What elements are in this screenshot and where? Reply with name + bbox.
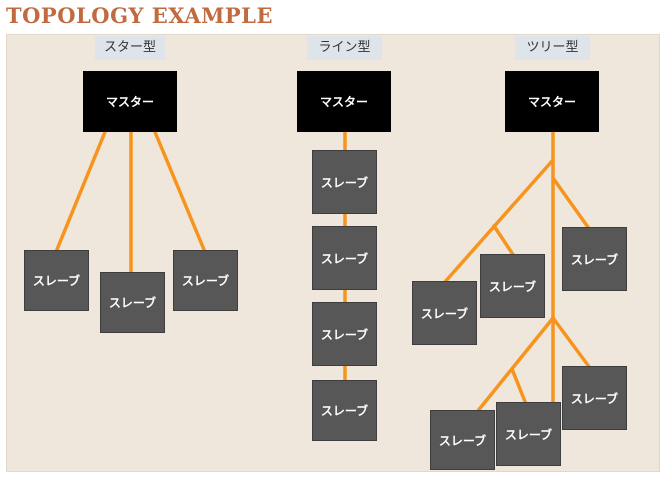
star-slave-node-2: スレーブ	[100, 272, 165, 333]
tree-branch-upper-right	[551, 176, 592, 232]
tree-branch-lower-right	[551, 316, 592, 370]
star-connector-3	[153, 130, 207, 254]
star-master-node: マスター	[83, 71, 177, 132]
line-slave-node-1: スレーブ	[312, 150, 377, 214]
line-master-node: マスター	[297, 71, 391, 132]
page-title: TOPOLOGY EXAMPLE	[6, 3, 273, 28]
tree-master-node: マスター	[505, 71, 599, 132]
tree-branch-upper-left	[442, 158, 555, 285]
tree-slave-node-6: スレーブ	[562, 366, 627, 430]
star-connector-1	[54, 130, 107, 254]
topology-tag-line: ライン型	[307, 36, 382, 60]
star-slave-node-3: スレーブ	[173, 250, 238, 311]
line-slave-node-4: スレーブ	[312, 380, 377, 441]
tree-branch-lower-left	[475, 316, 555, 414]
topology-tag-star: スター型	[95, 36, 165, 60]
topology-tag-tree: ツリー型	[515, 36, 590, 60]
line-slave-node-3: スレーブ	[312, 302, 377, 366]
tree-slave-node-3: スレーブ	[562, 227, 627, 291]
line-slave-node-2: スレーブ	[312, 226, 377, 290]
tree-sub-branch-upper	[492, 224, 516, 258]
tree-slave-node-4: スレーブ	[430, 410, 495, 470]
tree-sub-branch-lower	[510, 367, 528, 406]
tree-slave-node-2: スレーブ	[480, 254, 545, 318]
tree-slave-node-5: スレーブ	[496, 402, 561, 466]
tree-slave-node-1: スレーブ	[412, 281, 477, 345]
star-slave-node-1: スレーブ	[24, 250, 89, 311]
